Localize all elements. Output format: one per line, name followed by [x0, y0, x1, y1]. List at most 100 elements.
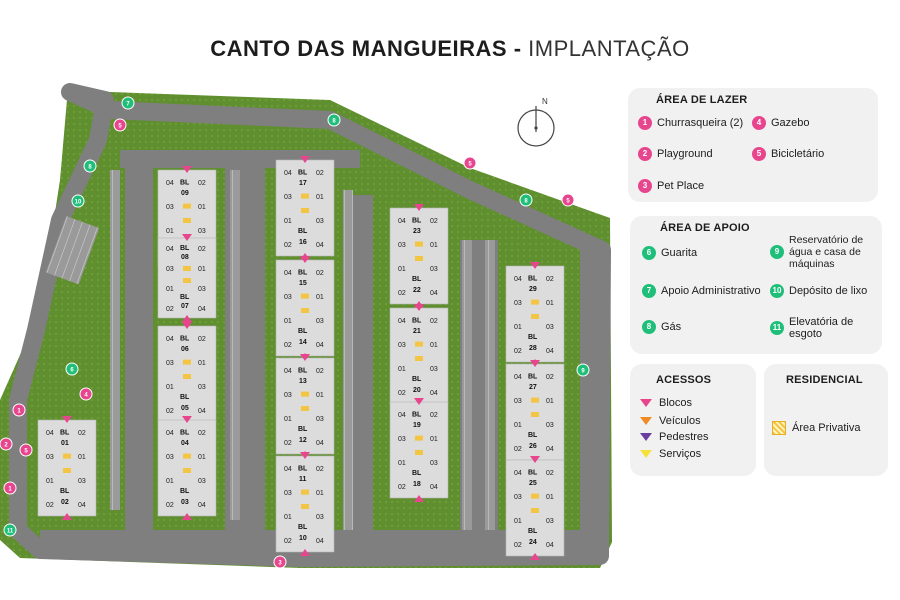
block-number: 17: [299, 180, 307, 187]
legend-lazer: ÁREA DE LAZER 1 Churrasqueira (2) 2 Play…: [628, 88, 878, 202]
block-number: 05: [181, 405, 189, 412]
unit-label: 02: [284, 538, 292, 545]
block-number: 20: [413, 387, 421, 394]
legend-apoio-item-7: 7 Apoio Administrativo: [642, 284, 761, 298]
block-number: 14: [299, 339, 307, 346]
block-prefix: BL: [412, 470, 422, 477]
block-prefix: BL: [412, 276, 422, 283]
unit-label: 04: [316, 242, 324, 249]
unit-label: 03: [398, 242, 406, 249]
block-number: 18: [413, 481, 421, 488]
unit-label: 03: [284, 392, 292, 399]
amenity-pin-2-icon: 2: [0, 437, 13, 451]
block-entrance-icon: [182, 234, 192, 241]
legend-label: Elevatória de esgoto: [789, 316, 854, 340]
block-number: 02: [61, 499, 69, 506]
amenity-pin-3-icon: 3: [273, 555, 287, 569]
unit-label: 02: [398, 390, 406, 397]
block-prefix: BL: [60, 429, 70, 436]
private-area-mark: [183, 203, 191, 209]
unit-label: 01: [284, 218, 292, 225]
block-number: 08: [181, 254, 189, 261]
amenity-pin-9-icon: 9: [576, 363, 590, 377]
private-area-mark: [531, 412, 539, 417]
unit-label: 03: [284, 490, 292, 497]
block-number: 13: [299, 378, 307, 385]
amenity-pin-5-icon: 5: [113, 118, 127, 132]
amenity-pin-5-icon: 5: [463, 156, 477, 170]
unit-label: 04: [398, 318, 406, 325]
unit-label: 02: [46, 502, 54, 509]
block-prefix: BL: [180, 245, 190, 252]
parking-rows: [45, 170, 495, 530]
unit-label: 02: [316, 466, 324, 473]
private-area-mark: [183, 453, 191, 459]
unit-label: 02: [166, 306, 174, 313]
legend-apoio-title: ÁREA DE APOIO: [660, 222, 750, 234]
private-area-mark: [531, 299, 539, 305]
block-entrance-icon: [300, 156, 310, 163]
block-entrance-icon: [182, 315, 192, 322]
block-number: 25: [529, 480, 537, 487]
unit-label: 03: [198, 286, 206, 293]
private-area-mark: [415, 450, 423, 455]
unit-label: 02: [546, 374, 554, 381]
unit-label: 04: [514, 276, 522, 283]
legend-label: Churrasqueira (2): [657, 117, 744, 129]
legend-label: Pedestres: [659, 431, 709, 443]
private-area-mark: [531, 314, 539, 319]
legend-acessos: ACESSOS Blocos Veículos Pedestres Serviç…: [630, 364, 756, 476]
legend-label: Gás: [661, 321, 682, 333]
svg-text:2: 2: [4, 443, 8, 449]
unit-label: 01: [316, 490, 324, 497]
block-entrance-icon: [414, 495, 424, 502]
block-number: 04: [181, 440, 189, 447]
unit-label: 01: [546, 494, 554, 501]
svg-text:1: 1: [8, 487, 12, 493]
north-label: N: [542, 97, 548, 106]
page-title: CANTO DAS MANGUEIRAS - IMPLANTAÇÃO: [0, 36, 900, 62]
private-area-mark: [183, 374, 191, 379]
unit-label: 01: [284, 416, 292, 423]
block-entrance-icon: [182, 513, 192, 520]
pink-triangle-icon: [640, 399, 652, 407]
unit-label: 01: [198, 204, 206, 211]
unit-label: 04: [166, 246, 174, 253]
amenity-pin-4-icon: 4: [79, 387, 93, 401]
unit-label: 01: [198, 266, 206, 273]
legend-label: Blocos: [659, 397, 693, 409]
block-number: 29: [529, 286, 537, 293]
amenity-pin-8-icon: 8: [83, 159, 97, 173]
block-number: 22: [413, 287, 421, 294]
unit-label: 02: [198, 246, 206, 253]
legend-label: Playground: [657, 148, 713, 160]
amenity-pin-10-icon: 10: [71, 194, 85, 208]
private-area-mark: [415, 435, 423, 441]
amenity-pin-7-icon: 7: [121, 96, 135, 110]
block-prefix: BL: [528, 334, 538, 341]
legend-label: Área Privativa: [792, 422, 861, 434]
svg-text:5: 5: [24, 449, 28, 455]
unit-label: 01: [430, 242, 438, 249]
legend-apoio-item-8: 8 Gás: [642, 320, 681, 334]
block-prefix: BL: [298, 328, 308, 335]
unit-label: 04: [430, 290, 438, 297]
unit-label: 03: [514, 398, 522, 405]
pin-6-icon: 6: [642, 246, 656, 260]
block-number: 01: [61, 440, 69, 447]
unit-label: 03: [430, 266, 438, 273]
block-prefix: BL: [298, 367, 308, 374]
unit-label: 02: [398, 484, 406, 491]
unit-label: 03: [514, 300, 522, 307]
block-entrance-icon: [182, 322, 192, 329]
legend-lazer-item-3: 3 Pet Place: [638, 179, 704, 193]
block-prefix: BL: [528, 275, 538, 282]
unit-label: 01: [166, 286, 174, 293]
orange-triangle-icon: [640, 417, 652, 425]
unit-label: 04: [316, 440, 324, 447]
unit-label: 02: [316, 270, 324, 277]
